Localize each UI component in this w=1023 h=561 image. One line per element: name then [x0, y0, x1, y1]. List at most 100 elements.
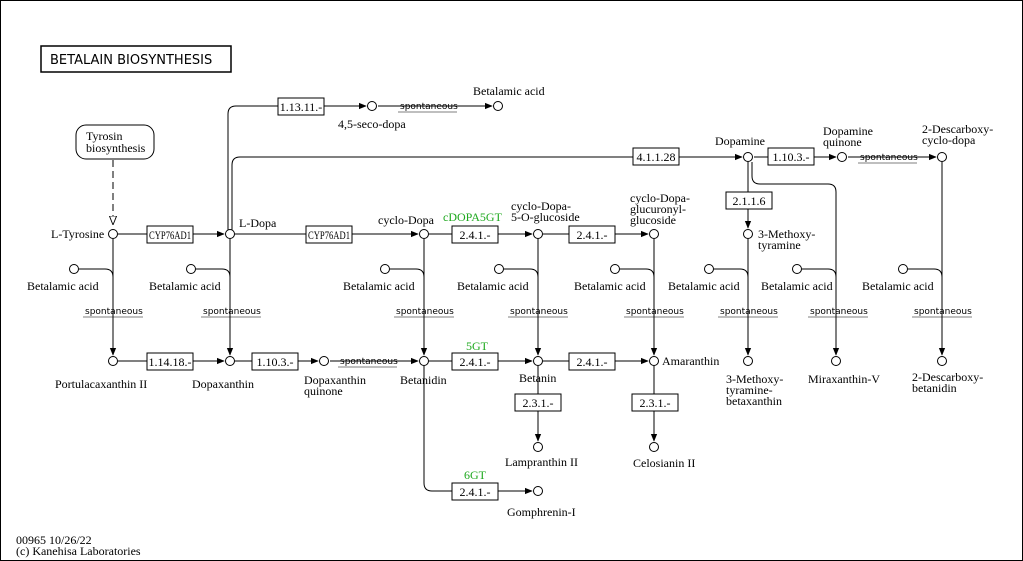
label-cyclo-dopa-5og-2: 5-O-glucoside	[511, 210, 580, 224]
compound-cyclo-dopa-node[interactable]	[419, 229, 429, 239]
label-methoxytyramine-betaxanthin-3: betaxanthin	[726, 394, 782, 408]
compound-dopamine-quinone-node[interactable]	[837, 152, 847, 162]
link-label-2: biosynthesis	[86, 141, 146, 155]
spontaneous-label: spontaneous	[914, 307, 972, 317]
enzyme-2-4-1-glucuronyl[interactable]: 2.4.1.-	[568, 225, 616, 244]
label-descarboxy-betanidin-2: betanidin	[912, 381, 957, 395]
compound-betalamic-acid-node[interactable]	[186, 264, 196, 274]
compound-betalamic-acid-node[interactable]	[493, 101, 503, 111]
compound-betalamic-acid-node[interactable]	[898, 264, 908, 274]
label-gomphrenin: Gomphrenin-I	[507, 505, 576, 519]
svg-text:1.10.3.-: 1.10.3.-	[773, 150, 810, 164]
label-betalamic-acid: Betalamic acid	[149, 279, 221, 293]
compound-betalamic-acid-node[interactable]	[494, 264, 504, 274]
label-dopaxanthin-quinone-1: Dopaxanthin	[304, 373, 366, 387]
svg-text:2.4.1.-: 2.4.1.-	[577, 228, 608, 242]
svg-text:2.4.1.-: 2.4.1.-	[577, 355, 608, 369]
enzyme-4-1-1-28[interactable]: 4.1.1.28	[632, 147, 680, 166]
label-betalamic-acid: Betalamic acid	[27, 279, 99, 293]
label-betanin: Betanin	[519, 371, 556, 385]
compound-descarboxy-betanidin-node[interactable]	[937, 356, 947, 366]
spontaneous-label: spontaneous	[396, 307, 454, 317]
compound-dopamine-node[interactable]	[743, 152, 753, 162]
enzyme-1-10-3-dopaxanthin[interactable]: 1.10.3.-	[251, 352, 299, 371]
enzyme-1-10-3-dopamine[interactable]: 1.10.3.-	[767, 147, 815, 166]
compound-celosianin-node[interactable]	[649, 442, 659, 452]
spontaneous-labels: spontaneous spontaneous spontaneous spon…	[83, 102, 972, 368]
compound-cyclo-dopa-5og-node[interactable]	[533, 229, 543, 239]
compound-betalamic-acid-node[interactable]	[792, 264, 802, 274]
label-betanidin: Betanidin	[400, 373, 447, 387]
compound-l-tyrosine-node[interactable]	[108, 229, 118, 239]
compound-portulacaxanthin-node[interactable]	[108, 356, 118, 366]
label-dopaxanthin: Dopaxanthin	[192, 377, 254, 391]
tyrosine-biosynthesis-link[interactable]: Tyrosin biosynthesis	[75, 124, 155, 160]
svg-text:2.3.1.-: 2.3.1.-	[640, 396, 671, 410]
compound-seco-dopa-node[interactable]	[367, 101, 377, 111]
enzyme-2-4-1-cdopa5gt[interactable]: 2.4.1.-	[451, 225, 499, 244]
label-portulacaxanthin: Portulacaxanthin II	[55, 377, 147, 391]
enzyme-cyp76ad1-tyrosine[interactable]: CYP76AD1	[146, 225, 194, 244]
label-dopamine: Dopamine	[715, 134, 765, 148]
compound-betalamic-acid-node[interactable]	[69, 264, 79, 274]
label-miraxanthin: Miraxanthin-V	[808, 372, 880, 386]
label-l-tyrosine: L-Tyrosine	[51, 227, 104, 241]
link-label-1: Tyrosin	[86, 129, 123, 143]
spontaneous-label: spontaneous	[340, 357, 398, 367]
enzyme-2-4-1-6gt[interactable]: 2.4.1.-	[451, 482, 499, 501]
compound-cyclo-dopa-gluc-node[interactable]	[649, 229, 659, 239]
enzyme-2-4-1-amaranthin[interactable]: 2.4.1.-	[568, 352, 616, 371]
spontaneous-label: spontaneous	[400, 102, 458, 112]
svg-text:2.3.1.-: 2.3.1.-	[523, 396, 554, 410]
label-dopamine-quinone-1: Dopamine	[823, 124, 873, 138]
label-dopamine-quinone-2: quinone	[823, 135, 862, 149]
label-celosianin: Celosianin II	[633, 456, 695, 470]
label-l-dopa: L-Dopa	[239, 216, 277, 230]
label-descarboxy-cyclo-dopa-1: 2-Descarboxy-	[922, 122, 993, 136]
compound-miraxanthin-node[interactable]	[831, 356, 841, 366]
compound-dopaxanthin-quinone-node[interactable]	[319, 356, 329, 366]
enzyme-1-13-11[interactable]: 1.13.11.-	[277, 97, 325, 116]
compound-amaranthin-node[interactable]	[649, 356, 659, 366]
compound-betalamic-acid-node[interactable]	[704, 264, 714, 274]
compound-l-dopa-node[interactable]	[225, 229, 235, 239]
svg-text:CYP76AD1: CYP76AD1	[308, 228, 350, 242]
spontaneous-label: spontaneous	[810, 307, 868, 317]
label-lampranthin: Lampranthin II	[505, 455, 578, 469]
label-betalamic-acid: Betalamic acid	[343, 279, 415, 293]
label-cyclo-dopa-gluc-1: cyclo-Dopa-	[630, 191, 690, 205]
spontaneous-label: spontaneous	[85, 307, 143, 317]
label-methoxytyramine-2: tyramine	[758, 238, 801, 252]
label-cyclo-dopa-gluc-2: glucuronyl-	[630, 202, 686, 216]
label-betalamic-acid: Betalamic acid	[668, 279, 740, 293]
compound-gomphrenin-node[interactable]	[533, 486, 543, 496]
compound-betalamic-acid-node[interactable]	[380, 264, 390, 274]
compound-lampranthin-node[interactable]	[533, 442, 543, 452]
svg-text:2.1.1.6: 2.1.1.6	[733, 194, 766, 208]
label-betalamic-acid: Betalamic acid	[457, 279, 529, 293]
map-id-date: 00965 10/26/22	[16, 533, 92, 547]
compound-betanin-node[interactable]	[533, 356, 543, 366]
label-methoxytyramine-betaxanthin-1: 3-Methoxy-	[726, 372, 783, 386]
enzyme-2-4-1-5gt[interactable]: 2.4.1.-	[451, 352, 499, 371]
enzyme-2-3-1-celosianin[interactable]: 2.3.1.-	[631, 393, 679, 412]
map-title-text: BETALAIN BIOSYNTHESIS	[50, 53, 212, 68]
label-cyclo-dopa-gluc-3: glucoside	[630, 213, 676, 227]
enzyme-2-1-1-6[interactable]: 2.1.1.6	[725, 191, 773, 210]
map-title: BETALAIN BIOSYNTHESIS	[40, 45, 232, 73]
label-betalamic-acid: Betalamic acid	[574, 279, 646, 293]
compound-dopaxanthin-node[interactable]	[225, 356, 235, 366]
gene-label-cdopa5gt: cDOPA5GT	[443, 210, 503, 224]
compound-methoxytyramine-betaxanthin-node[interactable]	[743, 356, 753, 366]
enzyme-1-14-18[interactable]: 1.14.18.-	[146, 352, 194, 371]
compound-nodes[interactable]	[69, 101, 947, 496]
label-methoxytyramine-1: 3-Methoxy-	[758, 227, 815, 241]
compound-betalamic-acid-node[interactable]	[610, 264, 620, 274]
enzyme-2-3-1-lampranthin[interactable]: 2.3.1.-	[514, 393, 562, 412]
compound-betanidin-node[interactable]	[419, 356, 429, 366]
compound-methoxytyramine-node[interactable]	[743, 229, 753, 239]
spontaneous-label: spontaneous	[203, 307, 261, 317]
compound-descarboxy-cyclo-dopa-node[interactable]	[937, 152, 947, 162]
enzyme-cyp76ad1-dopa[interactable]: CYP76AD1	[305, 225, 353, 244]
